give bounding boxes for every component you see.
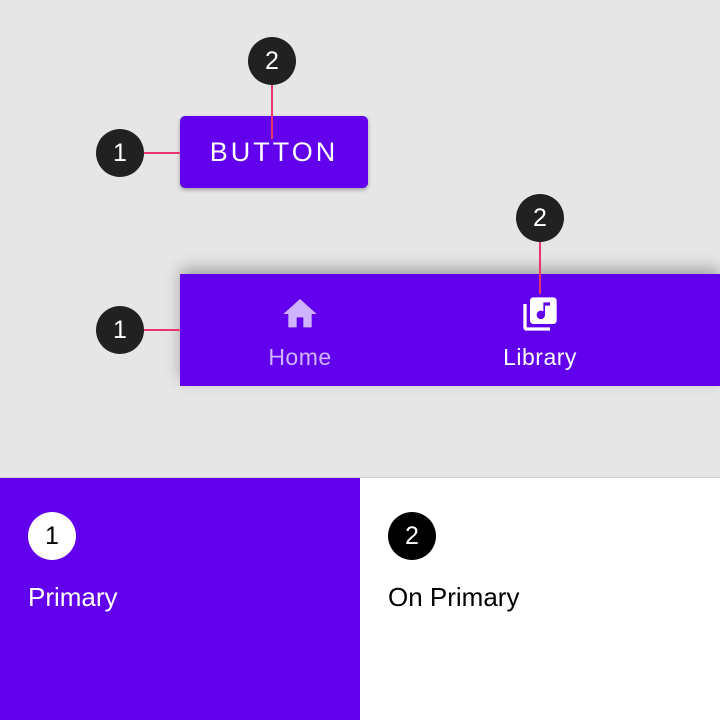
callout-nav-container: 1 (96, 306, 144, 354)
bottom-navigation-bar: Home Library (180, 274, 720, 386)
callout-button-text: 2 (248, 37, 296, 85)
leader-line-nav-active-item (539, 242, 541, 294)
leader-line-button-container (144, 152, 180, 154)
swatch-number: 2 (388, 512, 436, 560)
callout-nav-active-item: 2 (516, 194, 564, 242)
leader-line-nav-container (144, 329, 180, 331)
diagram-canvas (0, 0, 720, 477)
nav-item-label: Library (503, 344, 577, 370)
nav-item-label: Home (268, 344, 332, 370)
leader-line-button-text (271, 84, 273, 139)
home-icon (283, 299, 317, 328)
nav-item-home[interactable]: Home (180, 274, 420, 386)
swatch-label: Primary (28, 582, 118, 612)
divider (0, 477, 720, 478)
callout-button-container: 1 (96, 129, 144, 177)
example-button[interactable]: BUTTON (180, 116, 368, 188)
swatch-label: On Primary (388, 582, 520, 612)
swatch-on-primary: 2 On Primary (360, 478, 720, 720)
library-music-icon (523, 297, 557, 331)
swatch-number: 1 (28, 512, 76, 560)
nav-item-library[interactable]: Library (420, 274, 660, 386)
swatch-primary: 1 Primary (0, 478, 360, 720)
